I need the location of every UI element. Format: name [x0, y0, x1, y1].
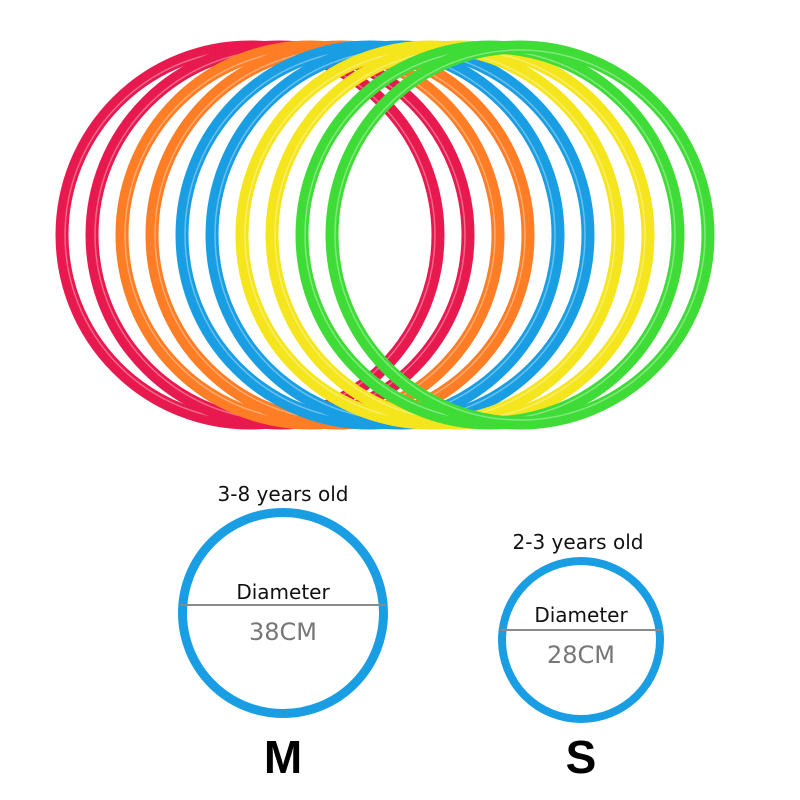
diameter-line-medium: [180, 604, 386, 606]
age-label-medium: 3-8 years old: [217, 482, 349, 506]
ring-small: [498, 557, 664, 723]
hoop-ring-green-b: [325, 40, 715, 430]
diameter-label-medium: Diameter: [236, 580, 330, 604]
ring-medium: [178, 508, 388, 718]
size-letter-small: S: [565, 731, 597, 783]
diameter-value-small: 28CM: [546, 641, 615, 669]
age-label-small: 2-3 years old: [512, 530, 644, 554]
rings-stack-illustration: [55, 40, 715, 430]
diameter-label-small: Diameter: [534, 603, 628, 627]
diameter-value-medium: 38CM: [248, 618, 317, 646]
diameter-line-small: [500, 629, 662, 631]
size-letter-medium: M: [263, 731, 303, 783]
